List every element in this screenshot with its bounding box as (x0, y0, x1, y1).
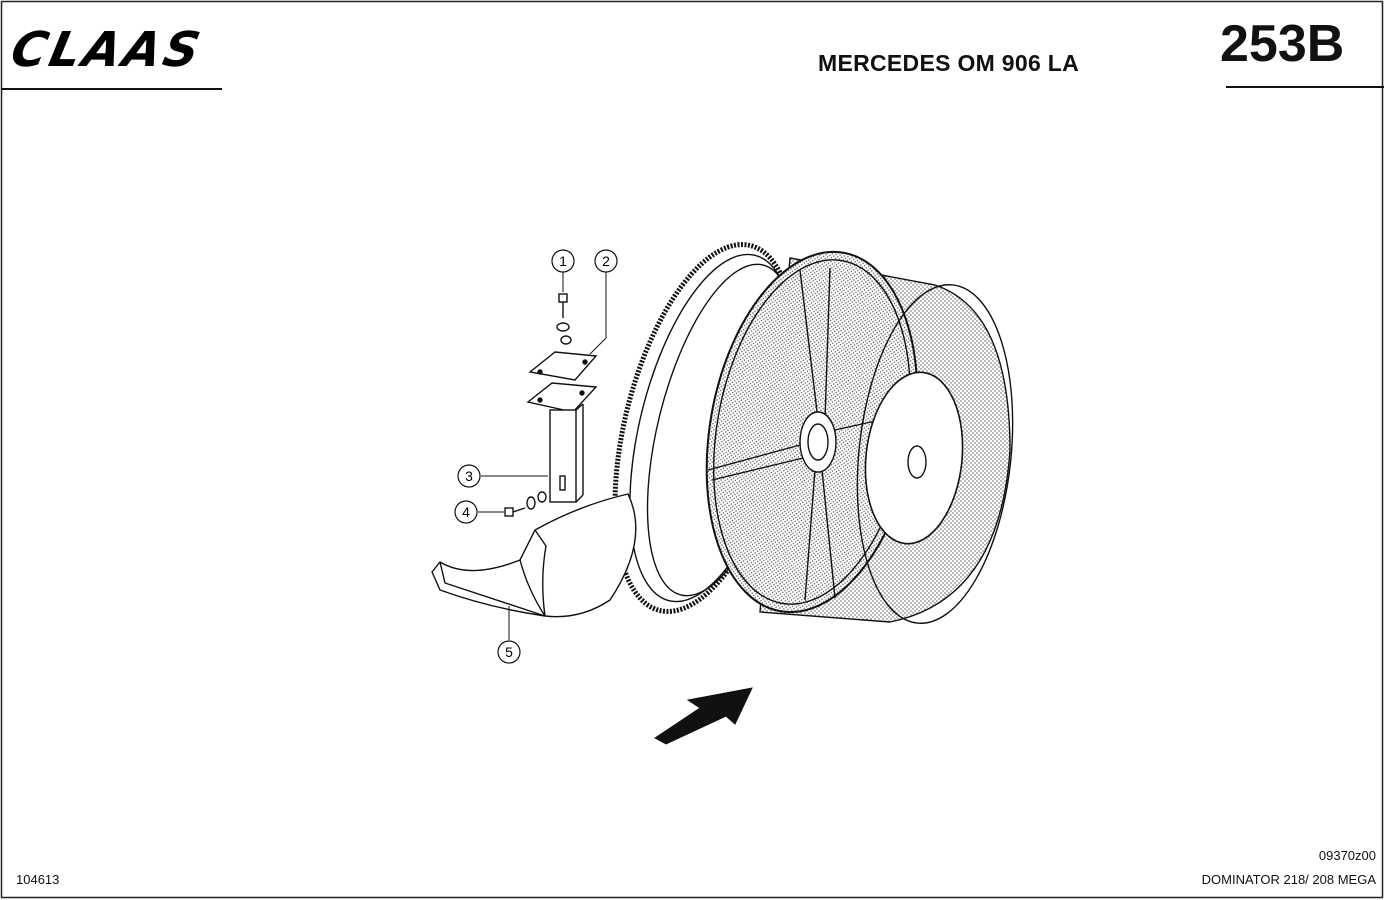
washer-4 (526, 496, 536, 510)
callout-1: 1 (551, 249, 575, 273)
callout-4-label: 4 (462, 504, 470, 520)
page-number-underline (1226, 86, 1384, 88)
nut-4 (537, 491, 547, 503)
callout-4: 4 (454, 500, 478, 524)
claas-logo: CLAAS (6, 22, 208, 78)
callout-2: 2 (594, 249, 618, 273)
direction-arrow-icon (654, 687, 753, 745)
washer-1 (556, 322, 570, 332)
plate-2 (528, 351, 598, 381)
callout-5-label: 5 (505, 644, 513, 660)
engine-title: MERCEDES OM 906 LA (818, 50, 1080, 76)
bolt-1 (558, 293, 568, 303)
callout-3: 3 (457, 464, 481, 488)
callout-1-label: 1 (559, 253, 567, 269)
nut-1 (560, 335, 572, 345)
logo-underline (2, 88, 222, 90)
bracket-assembly (431, 293, 637, 618)
drawing-code: 09370z00 (1318, 848, 1376, 863)
bolt-4 (504, 507, 514, 517)
plate-lower (526, 382, 598, 413)
callout-leaders (478, 272, 607, 640)
callout-5: 5 (497, 640, 521, 664)
hub (799, 411, 837, 473)
page-number: 253B (1220, 15, 1345, 73)
callout-3-label: 3 (465, 468, 473, 484)
model-name: DOMINATOR 218/ 208 MEGA (1201, 872, 1376, 887)
left-code: 104613 (16, 872, 60, 887)
guard-5 (431, 493, 637, 618)
fan-assembly (612, 242, 1014, 624)
callout-2-label: 2 (602, 253, 610, 269)
